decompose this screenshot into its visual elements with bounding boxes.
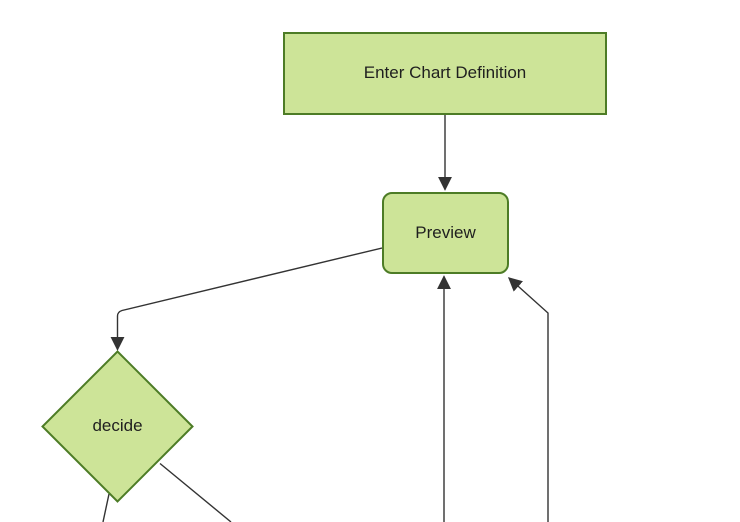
node-enter-chart-definition-label: Enter Chart Definition	[363, 63, 527, 83]
node-preview-label: Preview	[415, 222, 476, 242]
decide-node-shape	[41, 350, 194, 503]
node-preview: Preview	[382, 192, 509, 274]
node-enter-chart-definition: Enter Chart Definition	[283, 32, 607, 115]
edge-decide-to-offscreen-right	[159, 462, 232, 522]
edge-bottom-to-preview-2	[507, 277, 549, 522]
edge-preview-to-decide	[110, 247, 383, 351]
edge-decide-to-offscreen-left	[102, 493, 110, 522]
node-decide-label: decide	[92, 416, 143, 435]
